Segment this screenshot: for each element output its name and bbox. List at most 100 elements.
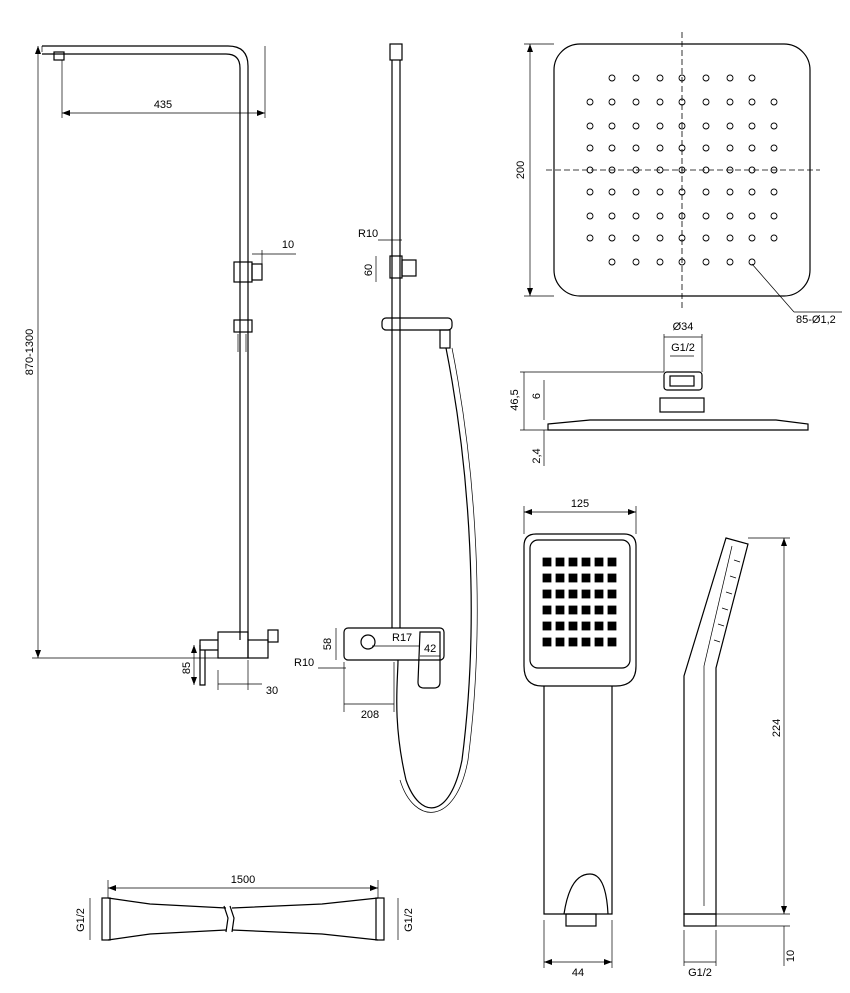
column-front-view: R10 60 58 R10 R17 42 208: [294, 43, 478, 813]
nozzle-hole: [608, 144, 616, 152]
dim-head-height: 46,5: [509, 389, 521, 410]
hand-nozzle: [607, 621, 617, 631]
head-side-view: Ø34 G1/2 46,5 6 2,4: [509, 321, 809, 466]
nozzle-hole: [726, 188, 734, 196]
hand-shower-side-view: 224 10 G1/2: [683, 537, 797, 979]
nozzle-hole: [702, 188, 710, 196]
hand-nozzle: [555, 621, 565, 631]
dim-hand-length: 224: [771, 719, 783, 737]
hand-nozzle: [607, 589, 617, 599]
dim-connector-height: 6: [531, 393, 543, 399]
nozzle-hole: [726, 98, 734, 106]
hand-nozzle: [568, 557, 578, 567]
hand-nozzle: [581, 573, 591, 583]
hand-shower-front-view: 125 44: [523, 498, 637, 979]
nozzle-hole: [632, 234, 640, 242]
hand-nozzle: [594, 573, 604, 583]
hand-nozzle: [581, 605, 591, 615]
nozzle-hole: [702, 234, 710, 242]
dim-hose-thread-left: G1/2: [75, 908, 87, 932]
hand-nozzle: [568, 637, 578, 647]
nozzle-hole: [656, 122, 664, 130]
nozzle-hole: [748, 74, 756, 82]
nozzle-hole: [632, 74, 640, 82]
nozzle-hole: [608, 98, 616, 106]
nozzle-hole: [632, 122, 640, 130]
nozzle-hole: [586, 188, 594, 196]
nozzle-hole: [632, 144, 640, 152]
nozzle-hole: [678, 234, 686, 242]
dim-hand-width: 125: [571, 498, 589, 510]
hand-nozzle: [555, 557, 565, 567]
nozzle-hole: [608, 188, 616, 196]
dim-handle-width: 42: [424, 643, 436, 655]
hand-nozzle-grid: [542, 557, 617, 647]
dim-mixer-radius-large: R17: [392, 632, 412, 644]
hand-nozzle: [607, 605, 617, 615]
nozzle-hole: [748, 122, 756, 130]
nozzle-hole: [608, 74, 616, 82]
nozzle-hole: [748, 144, 756, 152]
nozzle-hole: [632, 166, 640, 174]
nozzle-hole: [748, 166, 756, 174]
nozzle-hole: [748, 234, 756, 242]
hand-nozzle: [568, 573, 578, 583]
dim-mixer-depth: 30: [266, 685, 278, 697]
nozzle-hole: [770, 212, 778, 220]
hand-nozzle: [607, 573, 617, 583]
nozzle-hole: [702, 74, 710, 82]
nozzle-hole: [586, 98, 594, 106]
hand-nozzle: [594, 621, 604, 631]
nozzle-hole: [702, 98, 710, 106]
hand-nozzle: [594, 589, 604, 599]
nozzle-hole: [702, 258, 710, 266]
nozzle-hole: [608, 258, 616, 266]
hand-nozzle: [542, 573, 552, 583]
dim-slider-height: 60: [363, 264, 375, 276]
nozzle-hole: [656, 166, 664, 174]
hand-nozzle: [607, 557, 617, 567]
nozzle-hole: [726, 144, 734, 152]
hand-nozzle: [581, 557, 591, 567]
dim-connector-diameter: Ø34: [673, 321, 694, 333]
dim-mixer-height: 85: [181, 662, 193, 674]
nozzle-hole: [656, 234, 664, 242]
nozzle-hole: [770, 188, 778, 196]
dim-bend-radius: R10: [358, 228, 378, 240]
dim-nozzles: 85-Ø1,2: [796, 314, 836, 326]
nozzle-hole: [586, 122, 594, 130]
hand-nozzle: [555, 605, 565, 615]
head-top-view: 200 85-Ø1,2: [515, 32, 842, 326]
dim-mixer-width: 208: [361, 709, 379, 721]
nozzle-hole: [678, 258, 686, 266]
nozzle-hole: [656, 188, 664, 196]
nozzle-hole: [656, 98, 664, 106]
nozzle-hole: [748, 98, 756, 106]
nozzle-hole: [586, 234, 594, 242]
nozzle-hole: [770, 234, 778, 242]
hand-nozzle: [594, 557, 604, 567]
nozzle-hole: [726, 234, 734, 242]
hand-nozzle: [568, 589, 578, 599]
dim-hand-thread: G1/2: [688, 967, 712, 979]
nozzle-hole: [726, 212, 734, 220]
hand-nozzle: [542, 637, 552, 647]
hand-nozzle: [542, 557, 552, 567]
nozzle-hole: [678, 74, 686, 82]
nozzle-hole: [702, 122, 710, 130]
nozzle-hole: [702, 144, 710, 152]
nozzle-hole: [656, 212, 664, 220]
nozzle-hole: [748, 212, 756, 220]
nozzle-hole: [678, 212, 686, 220]
hand-nozzle: [542, 605, 552, 615]
hand-nozzle: [542, 621, 552, 631]
nozzle-hole: [608, 212, 616, 220]
nozzle-hole: [608, 166, 616, 174]
nozzle-hole: [678, 166, 686, 174]
nozzle-hole: [632, 212, 640, 220]
nozzle-hole: [770, 144, 778, 152]
dim-arm-length: 435: [154, 99, 172, 111]
nozzle-hole: [586, 166, 594, 174]
nozzle-hole: [726, 258, 734, 266]
